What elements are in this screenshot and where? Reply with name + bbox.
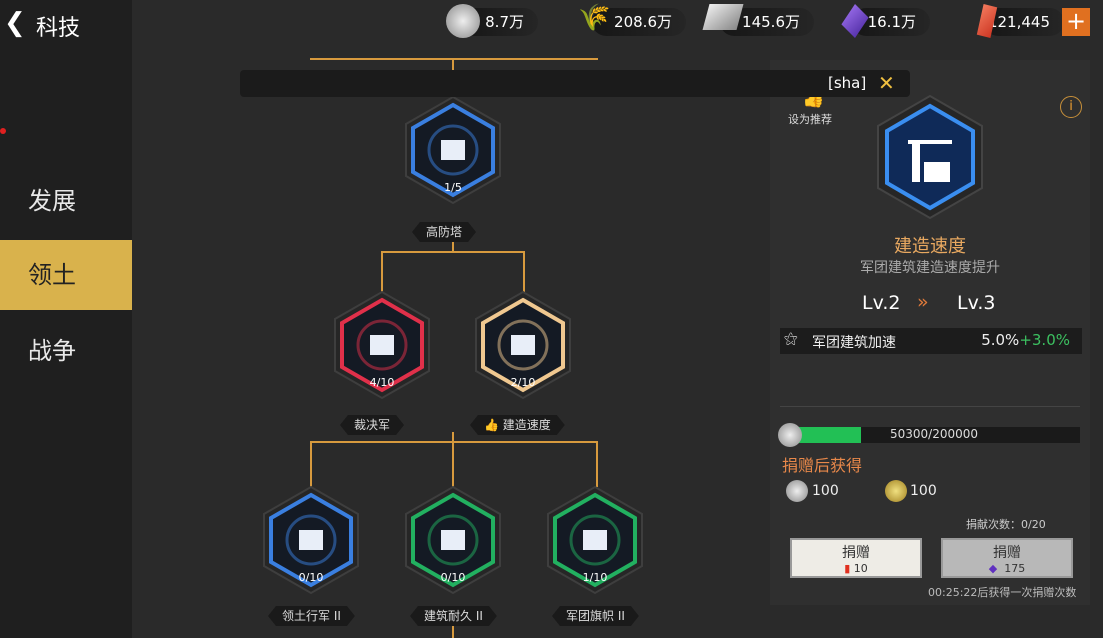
connector — [310, 58, 598, 60]
node-level: 0/10 — [298, 571, 324, 584]
connector — [523, 251, 525, 293]
node-level: 0/10 — [440, 571, 466, 584]
search-input[interactable]: [sha] — [828, 74, 867, 92]
purple-crystal-icon: ◆ — [988, 562, 998, 575]
resource-wheat: 🌾208.6万 — [578, 4, 686, 36]
connector — [452, 240, 454, 252]
sidebar-item-territory[interactable]: 领土 — [0, 240, 132, 310]
sidebar: 发展 领土 战争 — [0, 0, 132, 638]
tech-hexagon-icon — [405, 95, 501, 205]
donate-timer: 00:25:22后获得一次捐赠次数 — [928, 586, 1077, 599]
connector — [452, 441, 454, 487]
red-crystal-icon: ▮ — [844, 562, 851, 575]
connector — [381, 251, 525, 253]
notification-dot — [0, 128, 6, 134]
red-crystal-icon — [976, 4, 998, 38]
resource-steel: 145.6万 — [702, 4, 814, 36]
node-label: 军团旗帜 II — [552, 606, 639, 626]
divider — [780, 406, 1080, 407]
silver-coin-icon — [778, 423, 802, 447]
node-label: 👍 建造速度 — [470, 415, 565, 435]
tech-node-building-durability-2[interactable]: 0/10 — [398, 485, 508, 595]
selected-tech-icon — [877, 94, 983, 220]
node-label: 建筑耐久 II — [410, 606, 497, 626]
level-to: Lv.3 — [957, 292, 996, 314]
connector — [452, 432, 454, 442]
tech-title: 建造速度 — [894, 236, 966, 257]
donation-progress-bar: 50300/200000 — [788, 427, 1080, 443]
node-label-text: 领土行军 II — [282, 609, 341, 623]
search-bar[interactable]: [sha] ✕ — [240, 70, 910, 97]
reward-silver: 100 — [812, 483, 839, 499]
tech-node-legion-flag-2[interactable]: 1/10 — [540, 485, 650, 595]
donate-label: 捐赠 — [993, 545, 1021, 561]
close-search-icon[interactable]: ✕ — [878, 71, 895, 95]
top-bar: ❮ 科技 8.7万 🌾208.6万 145.6万 16.1万 121,445 + — [0, 0, 1103, 46]
reward-gold: 100 — [910, 483, 937, 499]
reward-title: 捐赠后获得 — [782, 456, 863, 475]
donate-label: 捐赠 — [842, 545, 870, 561]
resource-red: 121,445 — [976, 4, 1064, 38]
node-level: 4/10 — [369, 376, 395, 389]
donate-count: 捐献次数：0/20 — [966, 518, 1046, 531]
tech-node-judgment-army[interactable]: 4/10 — [327, 290, 437, 400]
tech-node-high-defense-tower[interactable]: 1/5 — [398, 95, 508, 205]
detail-panel: 👍 设为推荐 i 建造速度 军团建筑建造速度提升 Lv.2 » Lv.3 ⚝ 军… — [770, 60, 1090, 605]
node-label: 裁决军 — [340, 415, 404, 435]
node-label-text: 军团旗帜 II — [566, 609, 625, 623]
connector — [381, 251, 383, 293]
node-label-text: 建造速度 — [502, 418, 551, 432]
connector — [452, 626, 454, 638]
node-label-text: 高防塔 — [426, 225, 463, 239]
connector — [310, 441, 312, 487]
stat-row: ⚝ 军团建筑加速 5.0%+3.0% — [780, 328, 1082, 354]
stat-icon: ⚝ — [784, 331, 798, 347]
arrow-right-icon: » — [917, 291, 929, 313]
tech-node-territory-march-2[interactable]: 0/10 — [256, 485, 366, 595]
wheat-icon: 🌾 — [578, 3, 611, 33]
donate-purple-crystal-button[interactable]: 捐赠 ◆ 175 — [941, 538, 1073, 578]
set-recommend-label[interactable]: 设为推荐 — [788, 113, 832, 126]
node-level: 2/10 — [510, 376, 536, 389]
resource-purple: 16.1万 — [841, 4, 930, 38]
cost: 175 — [1004, 562, 1026, 575]
steel-icon — [702, 4, 744, 30]
back-icon[interactable]: ❮ — [4, 8, 26, 38]
node-label-text: 裁决军 — [354, 418, 391, 432]
tech-hexagon-icon — [334, 290, 430, 400]
tech-hexagon-icon — [475, 290, 571, 400]
node-label-text: 建筑耐久 II — [424, 609, 483, 623]
add-resource-button[interactable]: + — [1062, 8, 1090, 36]
connector — [310, 441, 598, 443]
stat-value: 5.0% — [981, 331, 1020, 349]
info-icon[interactable]: i — [1060, 96, 1082, 118]
connector — [596, 441, 598, 487]
stat-label: 军团建筑加速 — [812, 335, 896, 351]
cost: 10 — [853, 562, 868, 575]
gold-coin-icon — [885, 480, 907, 502]
resource-silver: 8.7万 — [446, 4, 538, 38]
level-from: Lv.2 — [862, 292, 901, 314]
tech-hexagon-icon — [405, 485, 501, 595]
tech-hexagon-icon — [263, 485, 359, 595]
donate-red-crystal-button[interactable]: 捐赠 ▮ 10 — [790, 538, 922, 578]
node-level: 1/10 — [582, 571, 608, 584]
node-level: 1/5 — [444, 181, 462, 194]
page-title: 科技 — [36, 16, 81, 41]
node-label: 高防塔 — [412, 222, 476, 242]
tech-description: 军团建筑建造速度提升 — [860, 260, 1000, 276]
sidebar-item-development[interactable]: 发展 — [28, 187, 76, 215]
thumbs-up-icon: 👍 — [484, 418, 503, 432]
silver-coin-icon — [446, 4, 480, 38]
node-label: 领土行军 II — [268, 606, 355, 626]
tech-hexagon-icon — [547, 485, 643, 595]
silver-coin-icon — [786, 480, 808, 502]
sidebar-item-war[interactable]: 战争 — [28, 337, 76, 365]
stat-bonus: +3.0% — [1019, 331, 1070, 349]
progress-text: 50300/200000 — [890, 427, 979, 441]
tech-node-build-speed[interactable]: 2/10 — [468, 290, 578, 400]
